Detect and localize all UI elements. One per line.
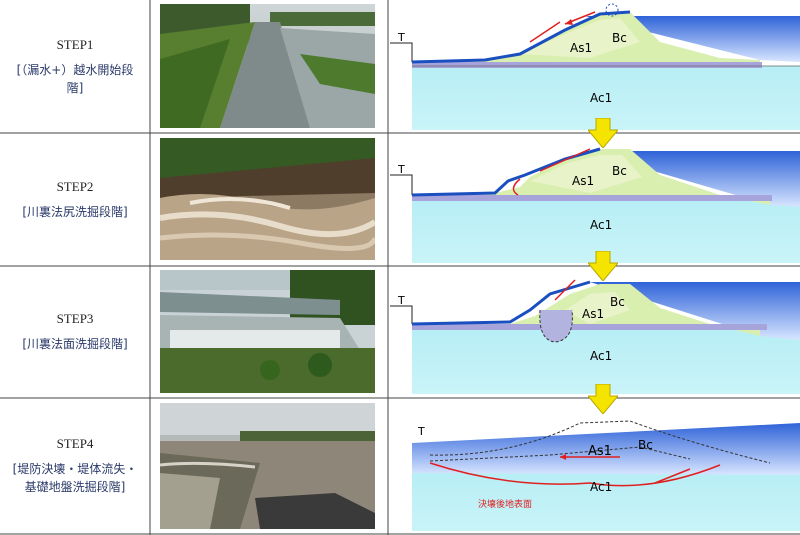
step3-diagram: T As1 Bc Ac1	[390, 279, 800, 394]
step1-photo	[160, 4, 375, 128]
step1-desc: [（漏水+）越水開始段 階]	[16, 62, 134, 95]
step4-diagram: T As1 Bc Ac1 決壊後地表面	[412, 420, 800, 531]
step3-label-t: T	[397, 294, 405, 307]
step2-title: STEP2	[56, 178, 94, 194]
step1-label: STEP1 [（漏水+）越水開始段 階]	[0, 0, 150, 133]
step2-label-as1: As1	[572, 174, 594, 188]
step4-photo	[160, 403, 375, 529]
step1-clay-layer	[412, 62, 762, 68]
step1-diagram: T As1 Bc Ac1	[390, 3, 800, 130]
step2-desc: [川裏法尻洗掘段階]	[22, 204, 128, 219]
step-arrow-2	[588, 251, 618, 281]
step3-label: STEP3 [川裏法面洗掘段階]	[0, 266, 150, 398]
step2-diagram: T As1 Bc Ac1	[390, 147, 800, 263]
step3-desc: [川裏法面洗掘段階]	[22, 337, 128, 351]
step4-title: STEP4	[56, 436, 94, 451]
step2-label-ac1: Ac1	[590, 218, 612, 232]
step2-photo	[160, 138, 375, 260]
step4-label: STEP4 [堤防決壊・堤体流失・ 基礎地盤洗掘段階]	[0, 398, 150, 534]
step2-label-t: T	[397, 163, 405, 176]
step4-label-t: T	[417, 425, 425, 438]
step3-title: STEP3	[56, 311, 94, 326]
step1-label-bc: Bc	[612, 31, 627, 45]
post-breach-surface-label: 決壊後地表面	[478, 498, 532, 510]
step4-label-as1: As1	[588, 444, 612, 459]
step1-title: STEP1	[56, 36, 94, 52]
step1-label-ac1: Ac1	[590, 91, 612, 105]
step2-label: STEP2 [川裏法尻洗掘段階]	[0, 133, 150, 266]
step3-photo	[160, 270, 375, 393]
step3-label-ac1: Ac1	[590, 349, 612, 363]
step-arrow-1	[588, 118, 618, 148]
step2-label-bc: Bc	[612, 164, 627, 178]
step3-label-as1: As1	[582, 307, 604, 321]
step-arrow-3	[588, 384, 618, 414]
step4-label-ac1: Ac1	[590, 480, 612, 494]
step4-desc: [堤防決壊・堤体流失・ 基礎地盤洗掘段階]	[12, 462, 138, 494]
step4-label-bc: Bc	[638, 438, 653, 452]
step1-label-t: T	[397, 31, 405, 44]
step3-label-bc: Bc	[610, 295, 625, 309]
step1-label-as1: As1	[570, 41, 592, 55]
